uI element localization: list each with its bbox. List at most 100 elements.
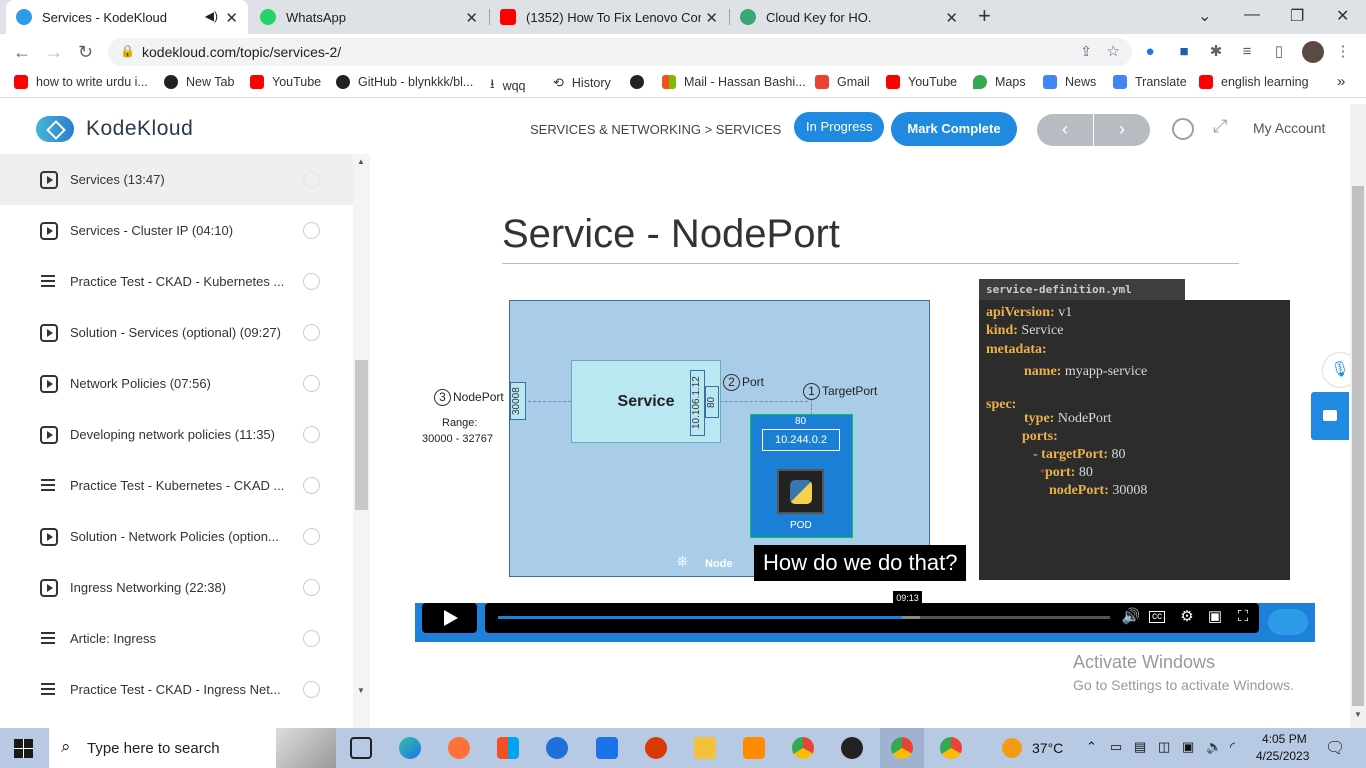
app-icon[interactable] [645, 737, 667, 759]
completion-circle-icon[interactable] [303, 273, 320, 290]
chrome-profile-h-icon[interactable] [940, 737, 962, 759]
bookmark-star-icon[interactable]: ☆ [1106, 43, 1120, 60]
tray-device-icon[interactable]: ▤ [1134, 739, 1147, 754]
new-tab-button[interactable]: + [978, 3, 991, 28]
in-progress-badge[interactable]: In Progress [794, 112, 885, 142]
completion-circle-icon[interactable] [303, 324, 320, 341]
completion-circle-icon[interactable] [303, 171, 320, 188]
close-tab-icon[interactable]: ✕ [945, 10, 958, 27]
my-account-link[interactable]: My Account [1253, 120, 1326, 136]
speaker-volume-icon[interactable]: 🔈 [1206, 739, 1223, 754]
tray-camera-icon[interactable]: ◫ [1158, 739, 1171, 754]
lesson-item[interactable]: Practice Test - CKAD - Ingress Net... [0, 664, 353, 715]
bookmark-item[interactable]: Maps [973, 75, 1026, 89]
scroll-up-arrow-icon[interactable]: ▲ [357, 157, 365, 166]
lesson-item[interactable]: Practice Test - CKAD - Kubernetes ... [0, 256, 353, 307]
media-queue-icon[interactable]: ≡ [1242, 43, 1252, 60]
bookmark-item[interactable]: Mail - Hassan Bashi... [662, 75, 806, 89]
menu-kebab-icon[interactable]: ⋮ [1335, 43, 1351, 60]
puzzle-icon[interactable]: ✱ [1209, 43, 1223, 60]
file-explorer-icon[interactable] [694, 737, 716, 759]
close-tab-icon[interactable]: ✕ [465, 10, 478, 27]
bookmark-item[interactable]: Translate [1113, 75, 1187, 89]
tray-app-icon[interactable]: ▭ [1110, 739, 1123, 754]
bookmark-item[interactable]: YouTube [886, 75, 957, 89]
minimize-button[interactable]: — [1244, 6, 1260, 23]
wifi-icon[interactable]: ◜ [1230, 739, 1236, 754]
lesson-item[interactable]: Services - Cluster IP (04:10) [0, 205, 353, 256]
previous-lesson-button[interactable]: ‹ [1037, 114, 1093, 146]
profile-avatar-icon[interactable] [1302, 41, 1324, 63]
download-extension-icon[interactable]: ■ [1179, 43, 1189, 60]
page-scroll-thumb[interactable] [1352, 186, 1364, 706]
weather-sun-icon[interactable] [1002, 738, 1022, 758]
chrome-icon[interactable] [792, 737, 814, 759]
bookmark-item[interactable] [630, 75, 652, 89]
fullscreen-icon[interactable]: ⛶ [1237, 608, 1249, 625]
chrome-profile-icon[interactable] [891, 737, 913, 759]
tab-whatsapp[interactable]: WhatsApp ✕ [250, 0, 488, 34]
speaker-icon[interactable]: ◀) [204, 9, 218, 23]
completion-circle-icon[interactable] [303, 222, 320, 239]
vlc-icon[interactable] [743, 737, 765, 759]
notifications-icon[interactable]: 🗨 [1325, 740, 1346, 757]
windows-start-icon[interactable] [14, 739, 33, 758]
reload-icon[interactable]: ↻ [78, 42, 94, 62]
bookmark-item[interactable]: YouTube [250, 75, 321, 89]
bookmark-item[interactable]: GitHub - blynkkk/bl... [336, 75, 473, 89]
omnibox[interactable]: 🔒 kodekloud.com/topic/services-2/ ⇪ ☆ [108, 38, 1132, 66]
lesson-item[interactable]: Developing network policies (11:35) [0, 409, 353, 460]
close-window-button[interactable]: ✕ [1336, 8, 1350, 25]
lesson-item[interactable]: Solution - Services (optional) (09:27) [0, 307, 353, 358]
close-tab-icon[interactable]: ✕ [705, 10, 718, 27]
share-icon[interactable]: ⇪ [1080, 43, 1092, 59]
back-arrow-icon[interactable]: ← [13, 42, 31, 62]
completion-circle-icon[interactable] [303, 579, 320, 596]
microphone-extension-icon[interactable]: ● [1145, 43, 1155, 60]
bookmark-item[interactable]: ⟲History [553, 75, 611, 91]
maximize-button[interactable]: ❐ [1290, 8, 1305, 25]
bookmark-item[interactable]: english learning [1199, 75, 1309, 89]
bookmarks-overflow-button[interactable]: » [1337, 73, 1346, 90]
mark-complete-button[interactable]: Mark Complete [891, 112, 1017, 146]
volume-icon[interactable]: 🔊 [1121, 608, 1141, 625]
side-panel-icon[interactable]: ▯ [1274, 43, 1284, 60]
lesson-item[interactable]: Practice Test - Kubernetes - CKAD ... [0, 460, 353, 511]
bookmark-item[interactable]: News [1043, 75, 1096, 89]
bookmark-item[interactable]: how to write urdu i... [14, 75, 148, 89]
task-view-icon[interactable] [350, 737, 372, 759]
picture-in-picture-icon[interactable]: ▣ [1207, 608, 1223, 625]
phone-link-icon[interactable] [546, 737, 568, 759]
clock-date[interactable]: 4/25/2023 [1256, 749, 1310, 763]
next-lesson-button[interactable]: › [1094, 114, 1150, 146]
play-button[interactable] [422, 603, 477, 633]
lesson-item[interactable]: Solution - Network Policies (option... [0, 511, 353, 562]
closed-captions-icon[interactable]: cc [1149, 611, 1165, 623]
lesson-item[interactable]: Network Policies (07:56) [0, 358, 353, 409]
kodekloud-logo[interactable]: KodeKloud [36, 116, 193, 142]
tab-search-chevron-icon[interactable]: ⌄ [1198, 8, 1212, 25]
scroll-down-arrow-icon[interactable]: ▼ [1354, 710, 1362, 719]
lesson-item[interactable]: Services (13:47) [0, 154, 353, 205]
sidebar-scroll-thumb[interactable] [355, 360, 368, 510]
close-tab-icon[interactable]: ✕ [225, 10, 238, 27]
scroll-down-arrow-icon[interactable]: ▼ [357, 686, 365, 695]
obs-icon[interactable] [841, 737, 863, 759]
tab-kodekloud[interactable]: Services - KodeKloud ◀) ✕ [6, 0, 248, 34]
bookmark-item[interactable]: New Tab [164, 75, 234, 89]
expand-icon[interactable]: ⤢ [1213, 116, 1228, 136]
completion-circle-icon[interactable] [303, 426, 320, 443]
mail-icon[interactable] [596, 737, 618, 759]
lesson-item[interactable]: Ingress Networking (22:38) [0, 562, 353, 613]
firefox-icon[interactable] [448, 737, 470, 759]
completion-circle-icon[interactable] [303, 477, 320, 494]
tab-youtube[interactable]: (1352) How To Fix Lenovo Compu ✕ [490, 0, 728, 34]
taskbar-search-box[interactable]: ⌕ Type here to search [49, 728, 336, 768]
completion-circle-icon[interactable] [303, 528, 320, 545]
lesson-item[interactable]: Article: Ingress [0, 613, 353, 664]
temperature[interactable]: 37°C [1032, 740, 1064, 756]
seek-progress[interactable] [498, 616, 902, 619]
completion-circle-icon[interactable] [303, 375, 320, 392]
bookmark-item[interactable]: ⭳wqq [490, 75, 526, 97]
forward-arrow-icon[interactable]: → [45, 42, 63, 62]
